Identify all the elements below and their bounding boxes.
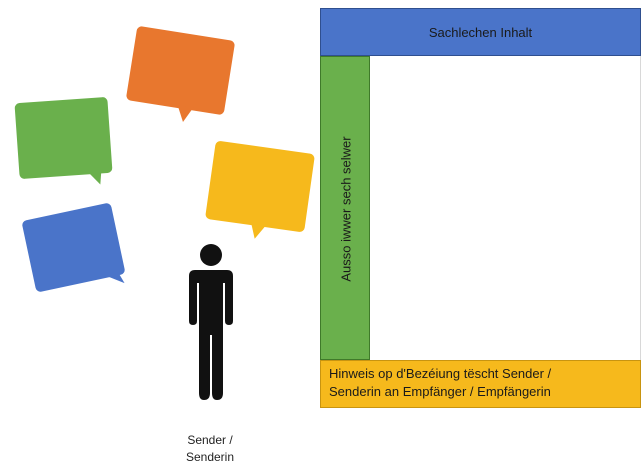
speech-bubble-blue-icon <box>21 202 126 293</box>
factual-content-label: Sachlechen Inhalt <box>428 24 533 40</box>
relationship-bar: Hinweis op d'Bezéiung tëscht Sender / Se… <box>320 360 641 408</box>
sender-label: Sender / Senderin <box>160 432 260 466</box>
sender-label-line2: Senderin <box>185 450 235 464</box>
bubble-tail <box>104 272 125 284</box>
bubble-tail <box>177 104 194 123</box>
person-icon <box>189 244 233 400</box>
self-revelation-label: Ausso iwwer sech selwer <box>338 136 354 282</box>
sender-label-line1: Sender / <box>187 433 233 447</box>
speech-bubble-yellow-icon <box>204 140 316 239</box>
bubble-tail <box>87 170 102 185</box>
speech-bubble-green-icon <box>14 96 113 185</box>
factual-content-bar: Sachlechen Inhalt <box>320 8 641 56</box>
message-frame: Sachlechen Inhalt Ausso iwwer sech selwe… <box>320 8 641 408</box>
bubble-tail <box>250 222 267 239</box>
message-content-area <box>370 56 641 360</box>
relationship-label: Hinweis op d'Bezéiung tëscht Sender / Se… <box>329 366 552 399</box>
self-revelation-bar: Ausso iwwer sech selwer <box>320 56 370 360</box>
speech-bubble-orange-icon <box>125 25 236 123</box>
